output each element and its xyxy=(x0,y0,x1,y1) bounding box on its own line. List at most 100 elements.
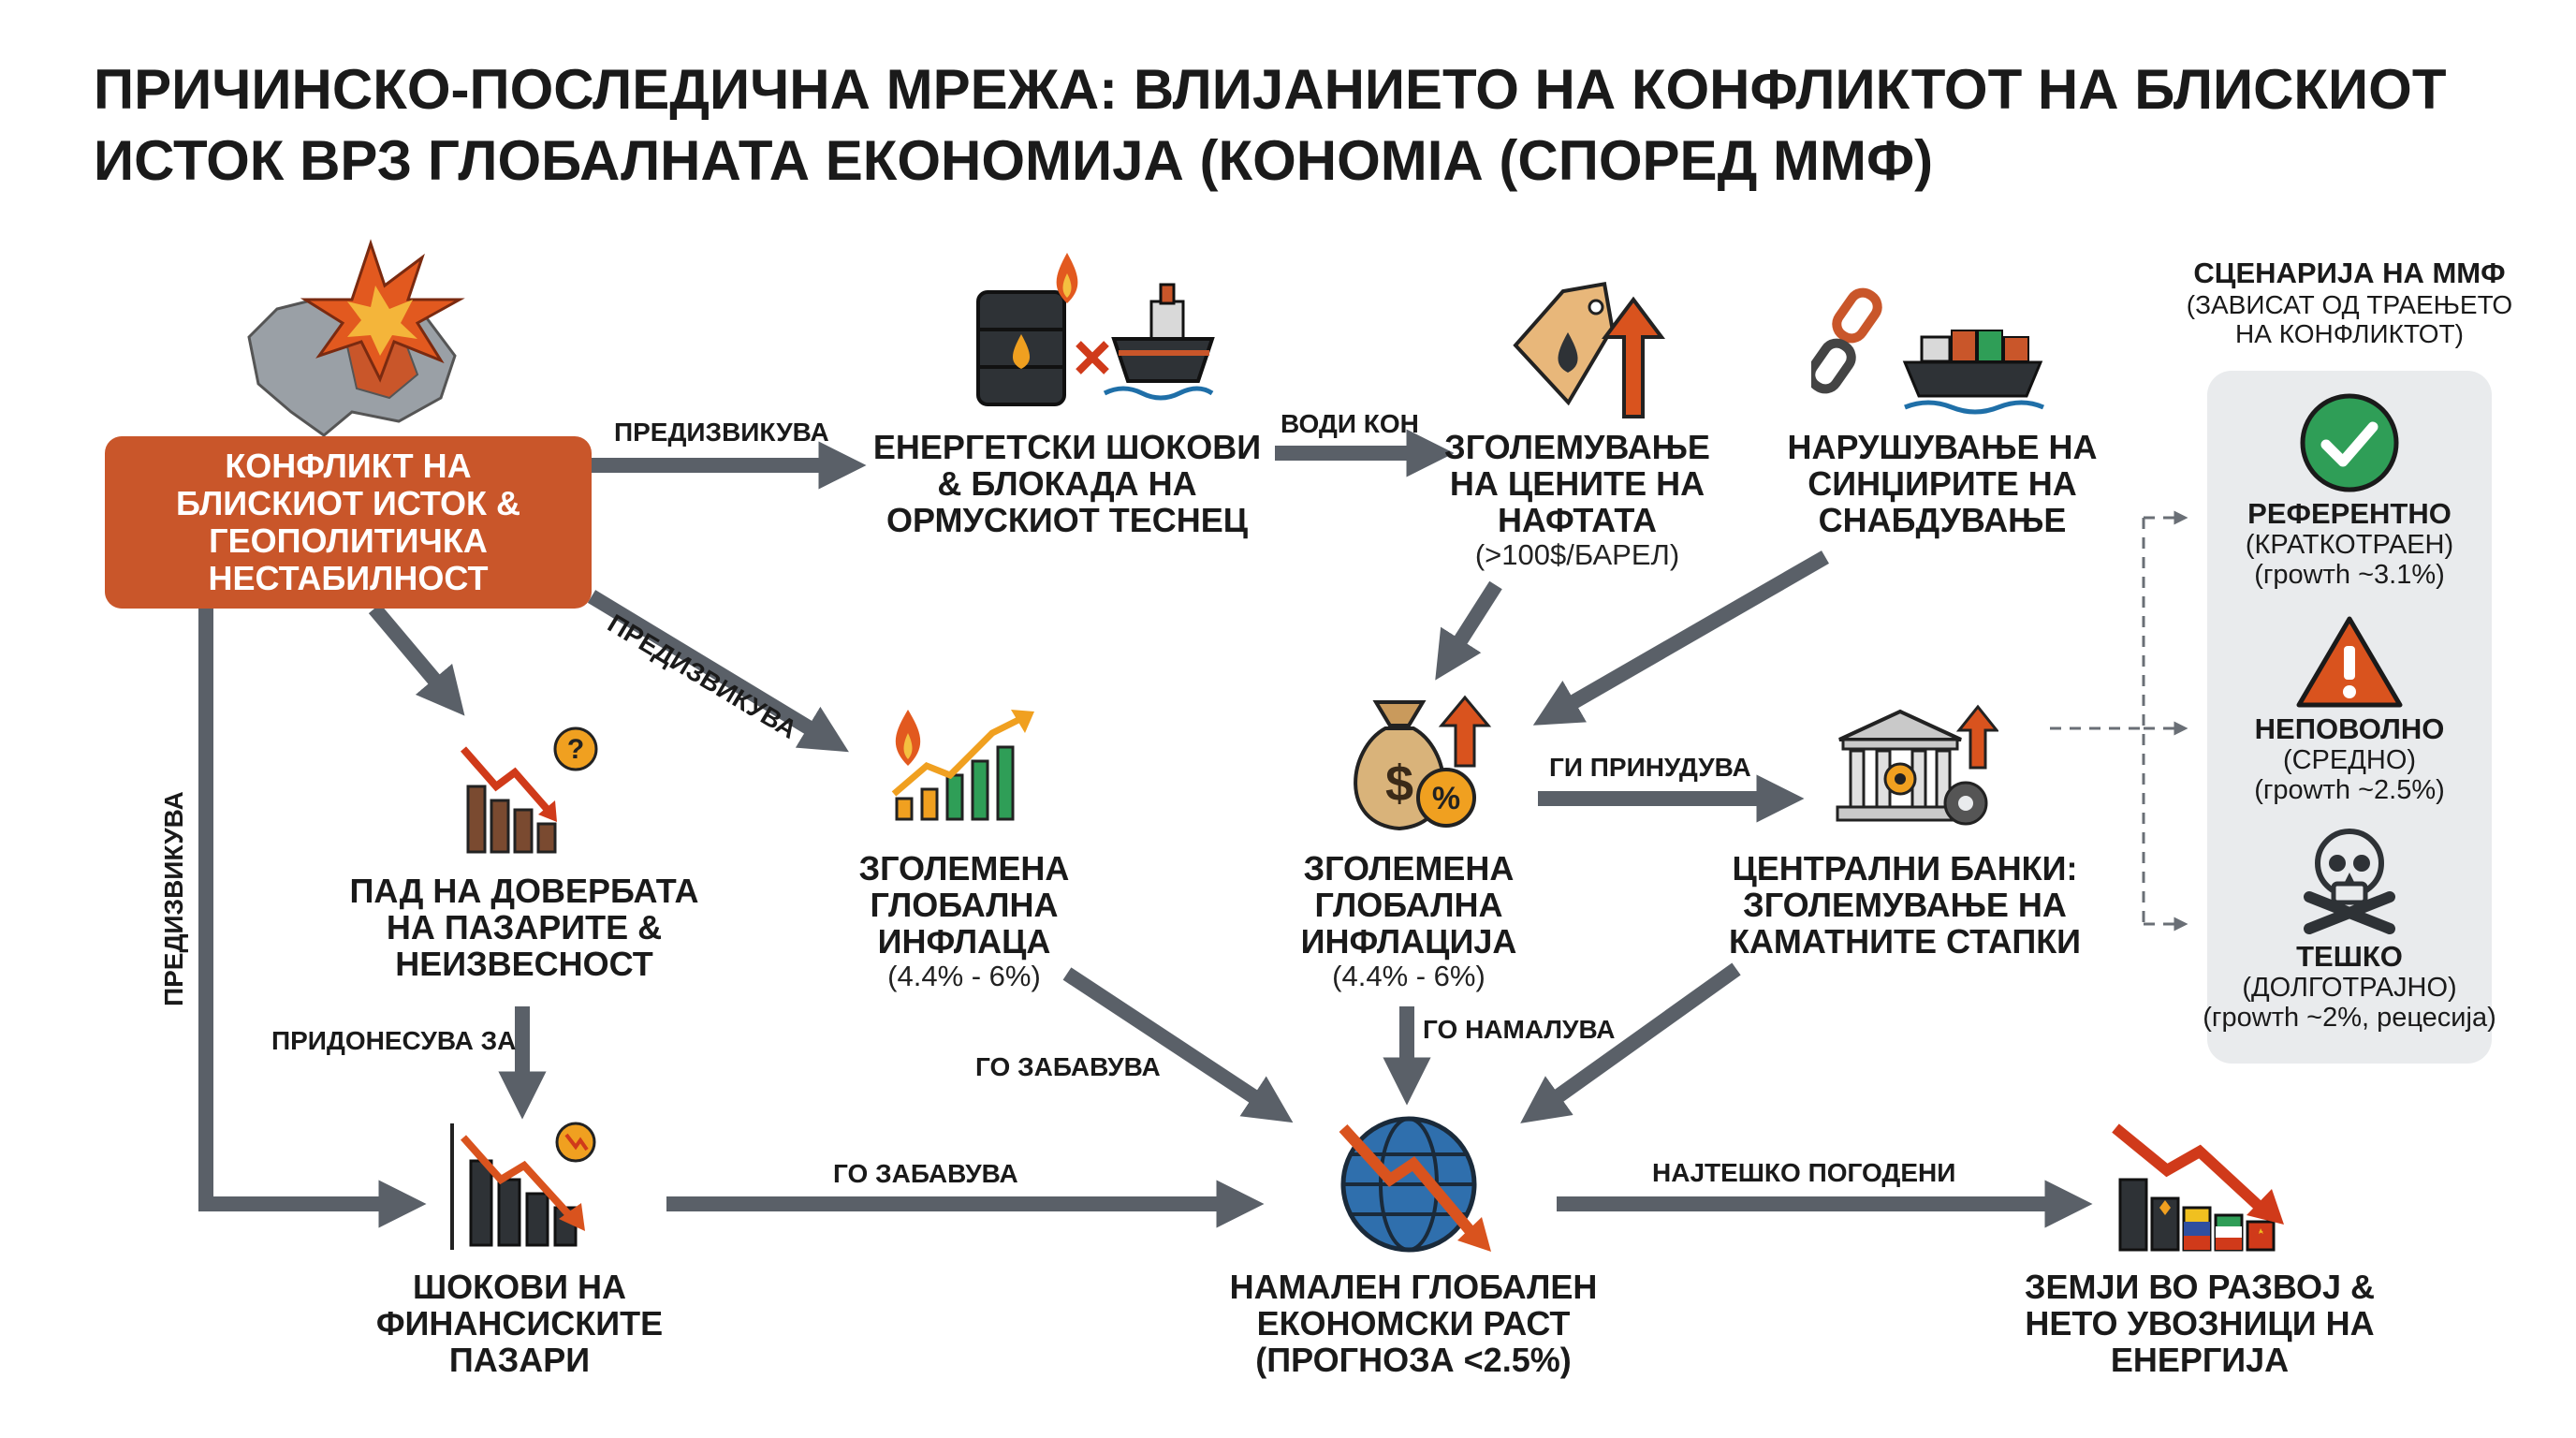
scenario-adverse: НЕПОВОЛНО (СРЕДНО) (гроwтһ ~2.5%) xyxy=(2190,712,2509,806)
scenario-severe-growth: (гроwтһ ~2%, рецесија) xyxy=(2203,1003,2496,1033)
developing-countries-decline-icon xyxy=(2112,1123,2284,1252)
globe-decline-icon xyxy=(1339,1116,1491,1253)
edge-label-hardest-hit: НАЈТЕШКО ПОГОДЕНИ xyxy=(1652,1158,1956,1187)
node-financial-line-3: ПАЗАРИ xyxy=(448,1341,591,1379)
node-developing-line-1: ЗЕМЈИ ВО РАЗВОЈ & xyxy=(2024,1268,2376,1306)
node-central-banks: ЦЕНТРАЛНИ БАНКИ: ЗГОЛЕМУВАЊЕ НА КАМАТНИТ… xyxy=(1727,850,2083,960)
scenario-severe: ТЕШКО (ДОЛГОТРАЈНО) (гроwтһ ~2%, рецесиј… xyxy=(2190,940,2509,1034)
node-oil-subtext: (>100$/БАРЕЛ) xyxy=(1474,538,1680,571)
scenario-severe-name: ТЕШКО xyxy=(2296,940,2403,973)
edge-label-forces: ГИ ПРИНУДУВА xyxy=(1549,753,1751,782)
chain-ship-icon xyxy=(1811,287,2044,415)
scenario-severe-desc: (ДОЛГОТРАЈНО) xyxy=(2242,973,2457,1003)
node-inflation-left-subtext: (4.4% - 6%) xyxy=(887,960,1041,992)
price-tag-up-icon xyxy=(1513,282,1665,418)
node-oil-price: ЗГОЛЕМУВАЊЕ НА ЦЕНИТЕ НА НАФТАТА (>100$/… xyxy=(1432,429,1722,572)
scenarios-header-title: СЦЕНАРИЈА НА ММФ xyxy=(2193,257,2506,289)
node-market-confidence: ПАД НА ДОВЕРБАТА НА ПАЗАРИТЕ & НЕИЗВЕСНО… xyxy=(337,873,711,982)
scenario-adverse-desc: (СРЕДНО) xyxy=(2282,745,2417,775)
node-oil-line-1: ЗГОЛЕМУВАЊЕ xyxy=(1444,428,1710,466)
warning-icon xyxy=(2296,616,2403,708)
arrow-conflict-confidence xyxy=(368,603,465,716)
arrow-conflict-financial xyxy=(198,609,427,1228)
node-supply-chain: НАРУШУВАЊЕ НА СИНЏИРИТЕ НА СНАБДУВАЊЕ xyxy=(1774,429,2111,538)
check-icon xyxy=(2300,393,2399,492)
node-financial-line-2: ФИНАНСИСКИТЕ xyxy=(375,1304,664,1343)
arrow-inflation-growth xyxy=(1062,967,1294,1123)
svg-text:?: ? xyxy=(567,734,584,765)
scenarios-header-sub-2: НА КОНФЛИКТОТ) xyxy=(2235,319,2464,348)
node-conflict-line-2: БЛИСКИОТ ИСТОК & xyxy=(176,484,520,522)
node-energy-line-2: & БЛОКАДА НА xyxy=(937,464,1197,503)
scenario-baseline-growth: (гроwтһ ~3.1%) xyxy=(2254,560,2445,590)
node-inflation-left-line-1: ЗГОЛЕМЕНА xyxy=(858,849,1070,888)
title-line-2: ИСТОК ВРЗ ГЛОБАЛНАТА ЕКОНОМИЈА (КОНОМІА … xyxy=(94,129,1934,192)
node-financial-line-1: ШОКОВИ НА xyxy=(412,1268,627,1306)
node-inflation-center: ЗГОЛЕМЕНА ГЛОБАЛНА ИНФЛАЦИЈА (4.4% - 6%) xyxy=(1268,850,1549,993)
node-energy-line-3: ОРМУСКИОТ ТЕСНЕЦ xyxy=(886,501,1249,539)
edge-label-contributes: ПРИДОНЕСУВА ЗА xyxy=(271,1026,517,1055)
node-supply-line-3: СНАБДУВАЊЕ xyxy=(1818,501,2067,539)
node-developing-line-3: ЕНЕРГИЈА xyxy=(2110,1341,2290,1379)
scenario-adverse-growth: (гроwтһ ~2.5%) xyxy=(2254,775,2445,805)
middle-east-explosion-icon xyxy=(247,239,465,437)
node-conflict-line-4: НЕСТАБИЛНОСТ xyxy=(208,559,489,597)
svg-text:%: % xyxy=(1432,781,1460,816)
scenario-baseline-desc: (КРАТКОТРАЕН) xyxy=(2245,530,2454,560)
edge-label-slows-bottom: ГО ЗАБАВУВА xyxy=(833,1159,1018,1188)
market-crash-icon xyxy=(450,1122,596,1250)
node-supply-line-2: СИНЏИРИТЕ НА xyxy=(1808,464,2077,503)
arrow-banks-growth xyxy=(1520,962,1741,1123)
node-confidence-line-1: ПАД НА ДОВЕРБАТА xyxy=(349,872,699,910)
node-inflation-center-line-1: ЗГОЛЕМЕНА xyxy=(1303,849,1515,888)
scenario-baseline: РЕФЕРЕНТНО (КРАТКОТРАЕН) (гроwтһ ~3.1%) xyxy=(2190,497,2509,591)
scenario-baseline-name: РЕФЕРЕНТНО xyxy=(2247,497,2452,530)
oil-barrel-ship-icon xyxy=(976,253,1215,406)
node-oil-line-3: НАФТАТА xyxy=(1497,501,1658,539)
scenarios-header-sub-1: (ЗАВИСАТ ОД ТРАЕЊЕТО xyxy=(2186,290,2513,319)
node-growth-line-2: ЕКОНОМСКИ РАСТ xyxy=(1256,1304,1571,1343)
node-banks-line-3: КАМАТНИТЕ СТАПКИ xyxy=(1728,922,2082,961)
edge-label-causes: ПРЕДИЗВИКУВА xyxy=(614,418,829,447)
node-oil-line-2: НА ЦЕНИТЕ НА xyxy=(1449,464,1705,503)
svg-text:$: $ xyxy=(1385,756,1413,812)
node-confidence-line-3: НЕИЗВЕСНОСТ xyxy=(395,945,653,983)
node-conflict-line-1: КОНФЛИКТ НА xyxy=(225,447,472,485)
title-line-1: ПРИЧИНСКО-ПОСЛЕДИЧНА МРЕЖА: ВЛИЈАНИЕТО Н… xyxy=(94,58,2447,121)
node-developing-countries: ЗЕМЈИ ВО РАЗВОЈ & НЕТО УВОЗНИЦИ НА ЕНЕРГ… xyxy=(2012,1269,2387,1378)
node-growth-line-1: НАМАЛЕН ГЛОБАЛЕН xyxy=(1229,1268,1598,1306)
edge-label-slows-diagonal: ГО ЗАБАВУВА xyxy=(975,1052,1161,1081)
scenario-bracket-line xyxy=(2050,518,2145,924)
edge-label-reduces: ГО НАМАЛУВА xyxy=(1423,1015,1616,1044)
central-bank-gear-icon xyxy=(1836,704,1998,826)
edge-label-causes-vertical: ПРЕДИЗВИКУВА xyxy=(159,791,188,1006)
node-inflation-center-line-3: ИНФЛАЦИЈА xyxy=(1300,922,1517,961)
inflation-chart-fire-icon xyxy=(891,710,1034,821)
node-developing-line-2: НЕТО УВОЗНИЦИ НА xyxy=(2025,1304,2375,1343)
node-inflation-center-line-2: ГЛОБАЛНА xyxy=(1314,886,1503,924)
node-inflation-center-subtext: (4.4% - 6%) xyxy=(1332,960,1486,992)
skull-icon xyxy=(2304,829,2395,934)
node-inflation-left-line-3: ИНФЛАЦА xyxy=(877,922,1051,961)
node-financial-markets: ШОКОВИ НА ФИНАНСИСКИТЕ ПАЗАРИ xyxy=(360,1269,679,1378)
node-global-growth: НАМАЛЕН ГЛОБАЛЕН ЕКОНОМСКИ РАСТ (ПРОГНОЗ… xyxy=(1226,1269,1601,1378)
node-confidence-line-2: НА ПАЗАРИТЕ & xyxy=(386,908,663,946)
node-conflict-line-3: ГЕОПОЛИТИЧКА xyxy=(209,521,488,560)
arrow-supply-inflation xyxy=(1532,550,1829,726)
money-bag-percent-icon: $ % xyxy=(1354,695,1492,831)
scenario-adverse-name: НЕПОВОЛНО xyxy=(2254,712,2445,745)
falling-bars-question-icon: ? xyxy=(460,726,598,854)
node-banks-line-1: ЦЕНТРАЛНИ БАНКИ: xyxy=(1732,849,2078,888)
node-growth-line-3: (ПРОГНОЗА <2.5%) xyxy=(1255,1341,1572,1379)
page-title: ПРИЧИНСКО-ПОСЛЕДИЧНА МРЕЖА: ВЛИЈАНИЕТО Н… xyxy=(94,54,2527,197)
node-supply-line-1: НАРУШУВАЊЕ НА xyxy=(1787,428,2098,466)
node-conflict: КОНФЛИКТ НА БЛИСКИОТ ИСТОК & ГЕОПОЛИТИЧК… xyxy=(105,436,592,609)
node-inflation-left-line-2: ГЛОБАЛНА xyxy=(870,886,1059,924)
node-inflation-left: ЗГОЛЕМЕНА ГЛОБАЛНА ИНФЛАЦА (4.4% - 6%) xyxy=(824,850,1105,993)
node-banks-line-2: ЗГОЛЕМУВАЊЕ НА xyxy=(1743,886,2067,924)
node-energy-shocks: ЕНЕРГЕТСКИ ШОКОВИ & БЛОКАДА НА ОРМУСКИОТ… xyxy=(871,429,1264,538)
arrow-conflict-inflation xyxy=(587,590,849,753)
arrow-oil-inflation xyxy=(1435,580,1502,681)
node-energy-line-1: ЕНЕРГЕТСКИ ШОКОВИ xyxy=(872,428,1262,466)
scenarios-header: СЦЕНАРИЈА НА ММФ (ЗАВИСАТ ОД ТРАЕЊЕТО НА… xyxy=(2153,257,2546,348)
